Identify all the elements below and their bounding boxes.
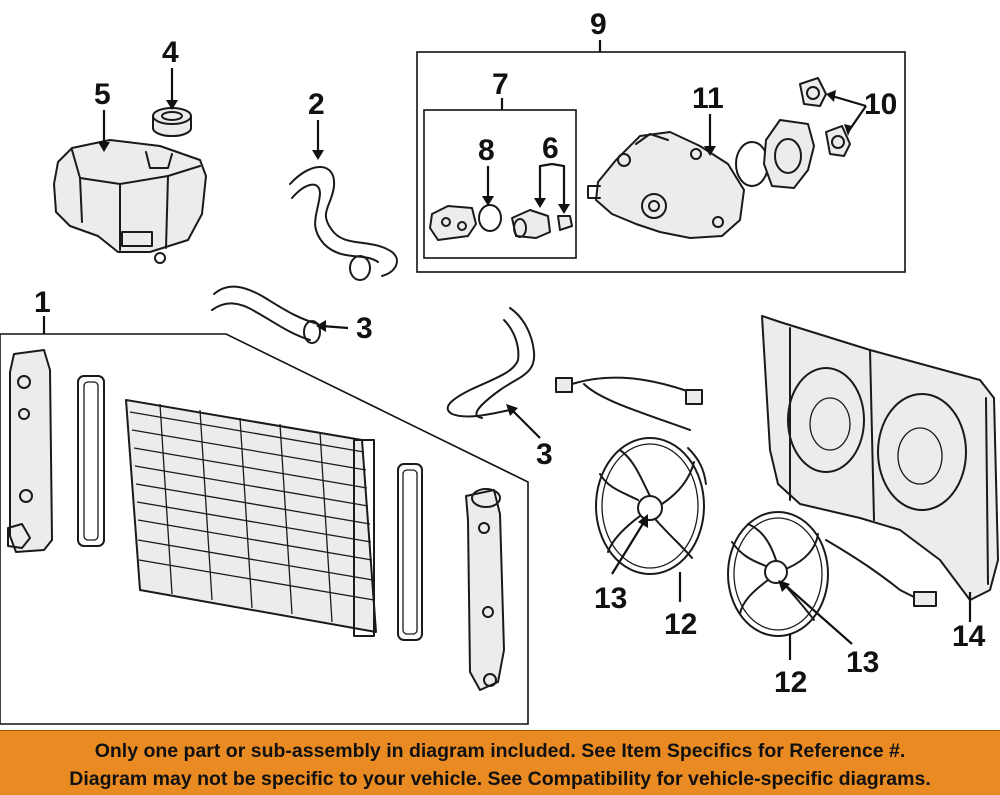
- callout-12-lower: 12: [774, 666, 807, 699]
- group-7-box: [423, 109, 577, 259]
- radiator-seal-left-inner: [83, 381, 99, 541]
- radiator-seal-left: [77, 375, 105, 547]
- reservoir-cap: [152, 107, 192, 137]
- callout-8: 8: [478, 134, 495, 167]
- callout-11: 11: [692, 82, 724, 115]
- lower-hose-b: [475, 307, 536, 419]
- radiator-seal-right-inner: [402, 469, 418, 635]
- pump-adaptor-hole: [774, 138, 802, 174]
- group-1-box: [0, 333, 529, 725]
- callout-1: 1: [34, 286, 51, 319]
- water-pump: [587, 131, 745, 239]
- cooling-fan-upper: [595, 437, 707, 575]
- leader-lines: [42, 40, 972, 660]
- cooling-fan-lower: [727, 511, 937, 637]
- radiator-left-tank: [7, 349, 53, 553]
- callout-5: 5: [94, 78, 111, 111]
- thermostat-plug: [557, 215, 573, 231]
- outlet-gasket-upper-hole: [806, 86, 820, 100]
- lower-hose-b-outline: [446, 319, 520, 418]
- upper-hose: [289, 166, 398, 277]
- callout-13-lower: 13: [846, 646, 879, 679]
- outlet-gasket-lower-hole: [831, 135, 845, 149]
- outlet-gasket-upper: [799, 77, 827, 107]
- callout-13-upper: 13: [594, 582, 627, 615]
- lower-hose-a-end: [303, 320, 321, 344]
- callout-12-upper: 12: [664, 608, 697, 641]
- radiator-seal-right: [397, 463, 423, 641]
- thermostat-housing: [429, 205, 477, 241]
- callout-9: 9: [590, 8, 607, 41]
- group-9-box: [416, 51, 906, 273]
- callout-6: 6: [542, 132, 559, 165]
- radiator-core: [125, 399, 377, 637]
- disclaimer-line-2: Diagram may not be specific to your vehi…: [69, 768, 931, 790]
- upper-hose-end: [349, 255, 371, 281]
- callout-2: 2: [308, 88, 325, 121]
- callout-10: 10: [864, 88, 897, 121]
- parts-diagram: 1 2 3 3 4 5 6 7 8 9 10 11 12 12 13 13 14: [0, 8, 999, 725]
- callout-7: 7: [492, 68, 509, 101]
- radiator-right-tank: [465, 488, 505, 691]
- outlet-gasket-lower: [825, 125, 851, 157]
- lower-hose-a: [213, 285, 319, 325]
- upper-hose-outline: [291, 183, 379, 263]
- pump-adaptor-plate: [763, 119, 815, 189]
- coolant-reservoir: [53, 139, 207, 264]
- callout-3-lower: 3: [536, 438, 553, 471]
- fan-wiring-harness: [555, 376, 703, 431]
- callout-4: 4: [162, 36, 179, 69]
- disclaimer-banner: Only one part or sub-assembly in diagram…: [0, 730, 1000, 795]
- thermostat-gasket: [478, 204, 502, 232]
- fan-connector: [913, 591, 937, 607]
- lower-hose-a-outline: [211, 302, 311, 341]
- thermostat: [511, 209, 551, 239]
- disclaimer-line-1: Only one part or sub-assembly in diagram…: [94, 740, 906, 762]
- callout-14: 14: [952, 620, 986, 653]
- fan-shroud: [761, 315, 999, 601]
- callout-3-upper: 3: [356, 312, 373, 345]
